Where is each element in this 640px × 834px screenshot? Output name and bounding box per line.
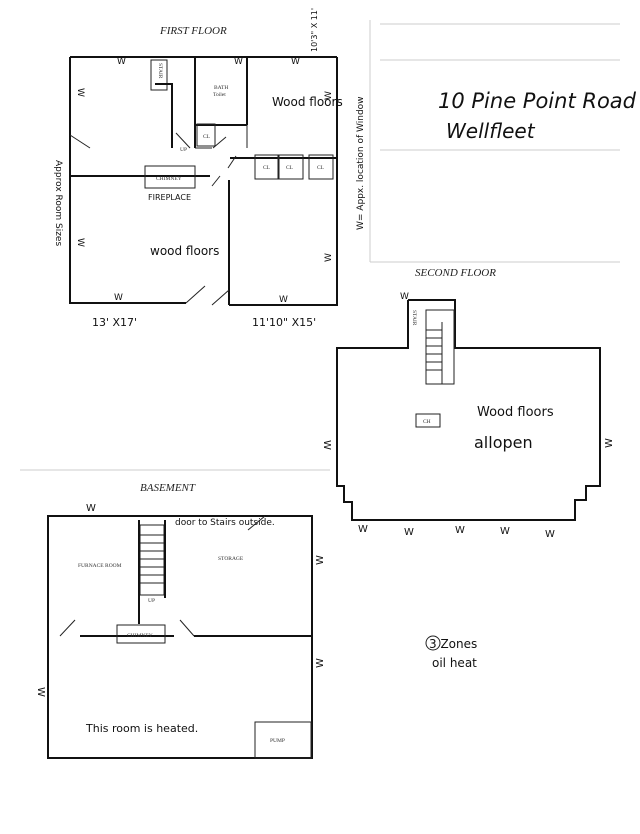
- toilet-label: Toilet: [213, 92, 226, 98]
- first-floor-title: FIRST FLOOR: [159, 25, 227, 37]
- second-floor-stair-label: STAIR: [411, 310, 417, 326]
- first-floor-stair-label: STAIR: [157, 63, 163, 79]
- second-floor-stair-treads: [426, 322, 443, 384]
- window-marker: W: [321, 440, 332, 450]
- window-marker: W: [114, 293, 123, 303]
- window-marker: W: [545, 529, 555, 540]
- first-floor-wood-floors-large: wood floors: [150, 244, 219, 258]
- room-size-right: 11'10" X15': [252, 316, 316, 329]
- window-marker: W: [604, 438, 615, 448]
- window-marker: W: [324, 91, 334, 100]
- window-marker: W: [279, 295, 288, 305]
- basement-chimney-label: CHIMNEY: [127, 633, 153, 639]
- window-marker: W: [35, 687, 46, 697]
- second-floor-chimney-label: CH: [423, 419, 431, 425]
- window-marker: W: [86, 503, 96, 514]
- window-legend-note: W= Appx. location of Window: [356, 96, 366, 230]
- second-floor-plan: SECOND FLOOR STAIR CH Wood floors allope…: [321, 267, 615, 540]
- first-floor-up-label: UP: [180, 147, 187, 153]
- address-line-2: Wellfleet: [446, 119, 536, 143]
- basement-stair-treads: [140, 534, 164, 584]
- window-marker: W: [234, 57, 243, 67]
- window-marker: W: [455, 525, 465, 536]
- first-floor-closet-2: CL: [263, 165, 271, 171]
- approx-room-sizes-note: Approx Room Sizes: [53, 160, 63, 246]
- window-marker: W: [358, 524, 368, 535]
- second-floor-wood-floors: Wood floors: [477, 405, 554, 420]
- window-marker: W: [75, 238, 85, 247]
- window-marker: W: [75, 88, 85, 97]
- heating-notes: 3 Zones oil heat: [425, 635, 477, 670]
- address-block: 10 Pine Point Road Wellfleet: [438, 89, 637, 143]
- furnace-room-label: FURNACE ROOM: [78, 563, 122, 569]
- oil-heat-note: oil heat: [432, 656, 477, 670]
- window-marker: W: [324, 253, 334, 262]
- storage-label: STORAGE: [218, 556, 244, 562]
- window-marker: W: [500, 526, 510, 537]
- first-floor-closet-3: CL: [286, 165, 294, 171]
- first-floor-plan: FIRST FLOOR STAIR UP CL CL CL CL BATH To…: [53, 8, 366, 329]
- background-lines: [20, 20, 620, 471]
- first-floor-closet-4: CL: [317, 165, 325, 171]
- second-floor-title: SECOND FLOOR: [415, 267, 496, 279]
- first-floor-chimney-label: CHIMNEY: [156, 176, 182, 182]
- room-size-left: 13' X17': [92, 316, 137, 329]
- zones-note: 3 Zones: [429, 637, 477, 651]
- pump-label: PUMP: [270, 738, 285, 744]
- fireplace-label: FIREPLACE: [148, 193, 191, 202]
- first-floor-wood-floors-small: Wood floors: [272, 95, 343, 109]
- bath-label: BATH: [214, 85, 228, 91]
- room-size-top: 10'3" X 11': [310, 8, 319, 52]
- window-marker: W: [315, 658, 326, 668]
- window-marker: W: [404, 527, 414, 538]
- door-to-stairs-note: door to Stairs outside.: [175, 518, 275, 528]
- basement-title: BASEMENT: [140, 482, 196, 494]
- basement-up-label: UP: [148, 598, 155, 604]
- window-marker: W: [400, 292, 409, 302]
- address-line-1: 10 Pine Point Road: [438, 89, 637, 113]
- window-marker: W: [117, 57, 126, 67]
- first-floor-closet-1: CL: [203, 134, 211, 140]
- window-marker: W: [291, 57, 300, 67]
- basement-plan: BASEMENT UP CHIMNEY FURNACE ROOM STORAGE…: [35, 482, 326, 759]
- heated-room-note: This room is heated.: [85, 722, 198, 735]
- window-marker: W: [315, 555, 326, 565]
- second-floor-all-open: allopen: [474, 433, 533, 452]
